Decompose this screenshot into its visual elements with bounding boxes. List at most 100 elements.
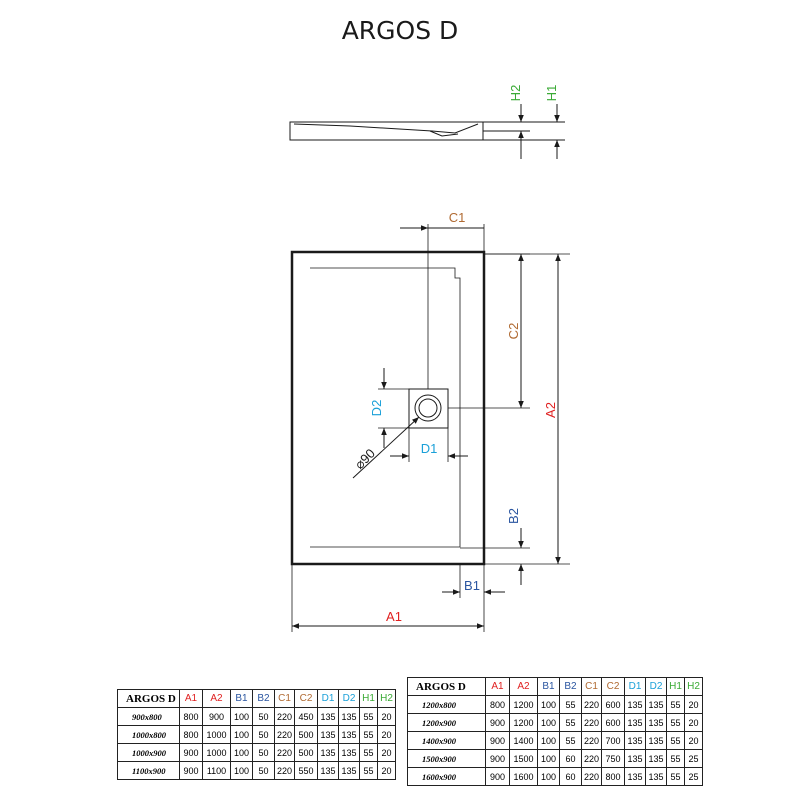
table-model-name: ARGOS D [117, 689, 180, 708]
table-cell: 25 [684, 749, 703, 768]
table-cell: 55 [359, 707, 378, 726]
table-cell: 100 [230, 761, 253, 780]
table-cell: 900 [202, 707, 231, 726]
table-cell: 20 [377, 725, 396, 744]
column-header-c2: C2 [294, 689, 318, 708]
table-cell: 220 [581, 767, 602, 786]
table-cell: 55 [359, 725, 378, 744]
table-cell: 55 [666, 695, 685, 714]
table-cell: 900 [485, 713, 510, 732]
table-cell: 450 [294, 707, 318, 726]
column-header-b2: B2 [559, 677, 582, 696]
page-title: ARGOS D [341, 16, 459, 45]
row-size-label: 1100x900 [117, 761, 180, 780]
drain-ring-outer [414, 394, 442, 422]
row-size-label: 1600x900 [407, 767, 486, 786]
table-cell: 50 [252, 743, 275, 762]
table-cell: 220 [274, 725, 295, 744]
table-cell: 220 [274, 707, 295, 726]
label-B2: B2 [506, 508, 521, 524]
column-header-d1: D1 [624, 677, 646, 696]
column-header-c1: C1 [581, 677, 602, 696]
table-cell: 100 [230, 725, 253, 744]
table-cell: 135 [317, 707, 339, 726]
table-cell: 20 [684, 713, 703, 732]
table-cell: 750 [601, 749, 625, 768]
table-cell: 220 [581, 713, 602, 732]
table-cell: 1000 [202, 743, 231, 762]
table-cell: 50 [252, 707, 275, 726]
table-cell: 1200 [509, 695, 538, 714]
table-cell: 1000 [202, 725, 231, 744]
table-cell: 100 [537, 713, 560, 732]
tray-inner-slope [310, 267, 461, 548]
column-header-h1: H1 [359, 689, 378, 708]
table-cell: 135 [338, 743, 360, 762]
drain-ring-inner [418, 398, 438, 418]
table-cell: 55 [359, 743, 378, 762]
table-cell: 220 [581, 695, 602, 714]
table-cell: 500 [294, 725, 318, 744]
table-cell: 800 [485, 695, 510, 714]
table-cell: 600 [601, 713, 625, 732]
label-D1: D1 [421, 441, 438, 456]
table-cell: 220 [274, 761, 295, 780]
label-C1: C1 [449, 210, 466, 225]
table-cell: 900 [179, 743, 203, 762]
row-size-label: 1000x800 [117, 725, 180, 744]
table-cell: 135 [645, 713, 667, 732]
table-cell: 55 [559, 731, 582, 750]
table-cell: 20 [684, 731, 703, 750]
column-header-a1: A1 [179, 689, 203, 708]
row-size-label: 900x800 [117, 707, 180, 726]
table-cell: 55 [666, 731, 685, 750]
table-cell: 135 [624, 713, 646, 732]
table-cell: 100 [537, 749, 560, 768]
side-profile-view [289, 104, 565, 159]
table-cell: 220 [274, 743, 295, 762]
table-cell: 20 [377, 707, 396, 726]
row-size-label: 1200x900 [407, 713, 486, 732]
table-cell: 135 [317, 761, 339, 780]
table-cell: 900 [485, 749, 510, 768]
table-cell: 20 [377, 761, 396, 780]
table-cell: 135 [645, 767, 667, 786]
row-size-label: 1200x800 [407, 695, 486, 714]
table-cell: 135 [645, 731, 667, 750]
column-header-d2: D2 [338, 689, 360, 708]
table-cell: 135 [338, 725, 360, 744]
table-cell: 800 [601, 767, 625, 786]
table-cell: 55 [666, 713, 685, 732]
table-cell: 1400 [509, 731, 538, 750]
table-cell: 135 [624, 767, 646, 786]
table-cell: 1600 [509, 767, 538, 786]
label-B1: B1 [464, 578, 480, 593]
table-cell: 220 [581, 749, 602, 768]
table-cell: 135 [338, 707, 360, 726]
table-cell: 135 [338, 761, 360, 780]
table-cell: 135 [624, 731, 646, 750]
table-cell: 100 [537, 695, 560, 714]
column-header-d1: D1 [317, 689, 339, 708]
label-H1: H1 [544, 85, 559, 102]
column-header-c2: C2 [601, 677, 625, 696]
table-cell: 135 [624, 695, 646, 714]
table-cell: 900 [485, 731, 510, 750]
column-header-a2: A2 [509, 677, 538, 696]
table-cell: 135 [645, 695, 667, 714]
table-cell: 55 [666, 749, 685, 768]
label-H2: H2 [508, 85, 523, 102]
table-cell: 550 [294, 761, 318, 780]
label-D2: D2 [369, 400, 384, 417]
table-cell: 135 [317, 725, 339, 744]
table-cell: 20 [684, 695, 703, 714]
